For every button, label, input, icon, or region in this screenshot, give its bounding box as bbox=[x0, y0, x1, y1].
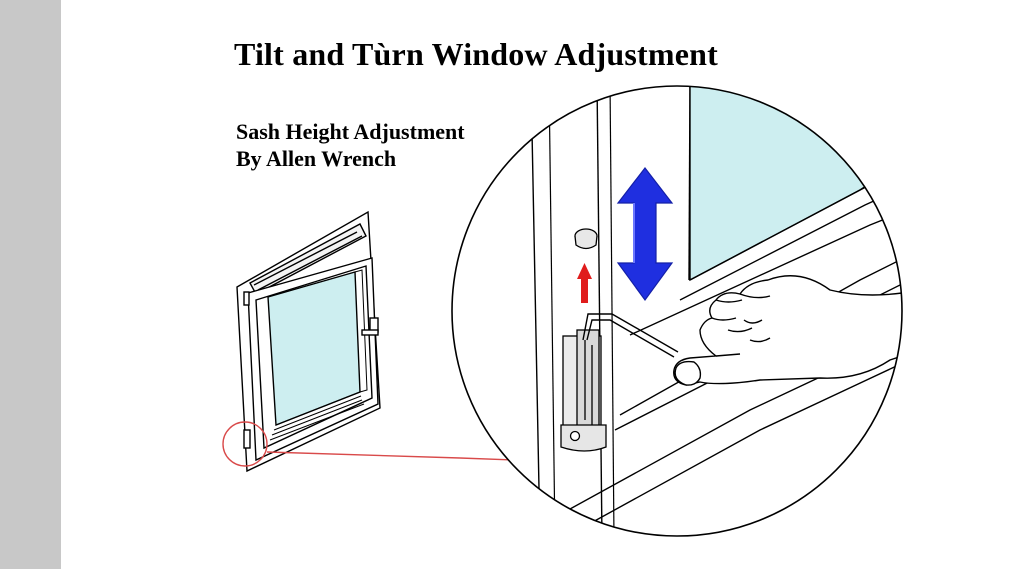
hinge-callout-circle bbox=[222, 421, 268, 467]
subtitle-line-1: Sash Height Adjustment bbox=[236, 119, 465, 144]
allen-wrench bbox=[582, 313, 679, 358]
subtitle-line-2: By Allen Wrench bbox=[236, 146, 397, 171]
bottom-hinge bbox=[243, 429, 251, 449]
page-title: Tilt and Tùrn Window Adjustment bbox=[234, 36, 719, 72]
left-gutter bbox=[0, 0, 61, 569]
callout-leader-line bbox=[266, 451, 461, 459]
lift-arrow-icon bbox=[577, 263, 592, 303]
hinge-cover-cap bbox=[574, 228, 598, 250]
hand bbox=[673, 275, 902, 386]
tilted-sash bbox=[249, 223, 367, 295]
magnified-detail bbox=[452, 86, 902, 536]
window-overview bbox=[236, 210, 381, 473]
height-adjust-arrow-icon bbox=[616, 167, 674, 302]
magnifier-circle bbox=[451, 85, 903, 537]
hinge-assembly bbox=[560, 329, 607, 452]
diagram-subtitle: Sash Height Adjustment By Allen Wrench bbox=[236, 118, 465, 172]
